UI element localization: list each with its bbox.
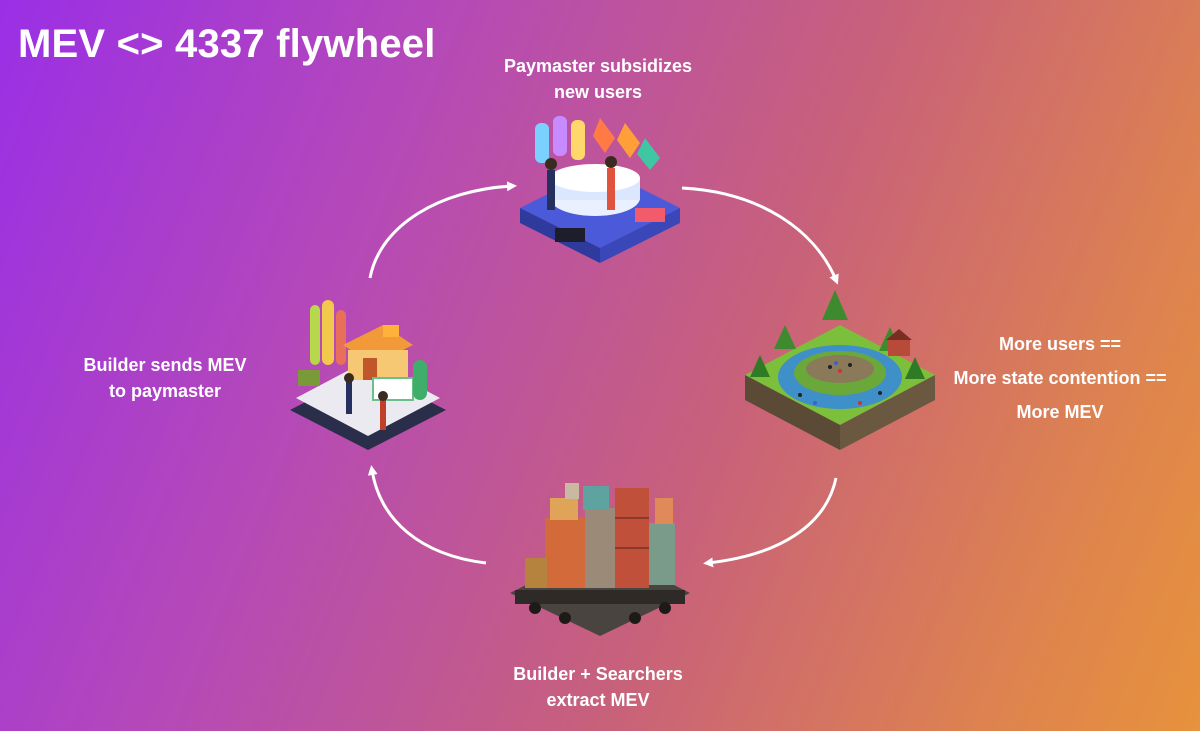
node-label-builder-sends: Builder sends MEV to paymaster <box>60 352 270 404</box>
node-label-line: Builder sends MEV <box>83 355 247 375</box>
node-label-line: Builder + Searchers <box>513 664 683 684</box>
island-crowd-illustration <box>745 290 935 450</box>
node-label-line: extract MEV <box>546 690 650 710</box>
node-label-line: new users <box>553 82 643 102</box>
arrow-left-to-top <box>368 181 517 279</box>
node-label-line: to paymaster <box>108 381 222 401</box>
node-label-line: More users == <box>998 334 1122 354</box>
arrow-bottom-to-left <box>367 465 487 565</box>
shop-illustration <box>290 300 446 450</box>
diagram-title: MEV <> 4337 flywheel <box>18 22 436 66</box>
node-label-paymaster: Paymaster subsidizes new users <box>480 53 716 105</box>
node-label-more-users: More users == More state contention == M… <box>930 327 1190 429</box>
node-label-line: More MEV <box>1016 402 1104 422</box>
node-label-builder-searchers: Builder + Searchers extract MEV <box>480 661 716 713</box>
paymaster-illustration <box>520 116 680 263</box>
node-label-line: Paymaster subsidizes <box>503 56 693 76</box>
node-label-line: More state contention == <box>953 368 1167 388</box>
cargo-blocks-illustration <box>510 483 690 636</box>
arrow-top-to-right <box>681 186 839 285</box>
arrow-right-to-bottom <box>703 477 838 568</box>
